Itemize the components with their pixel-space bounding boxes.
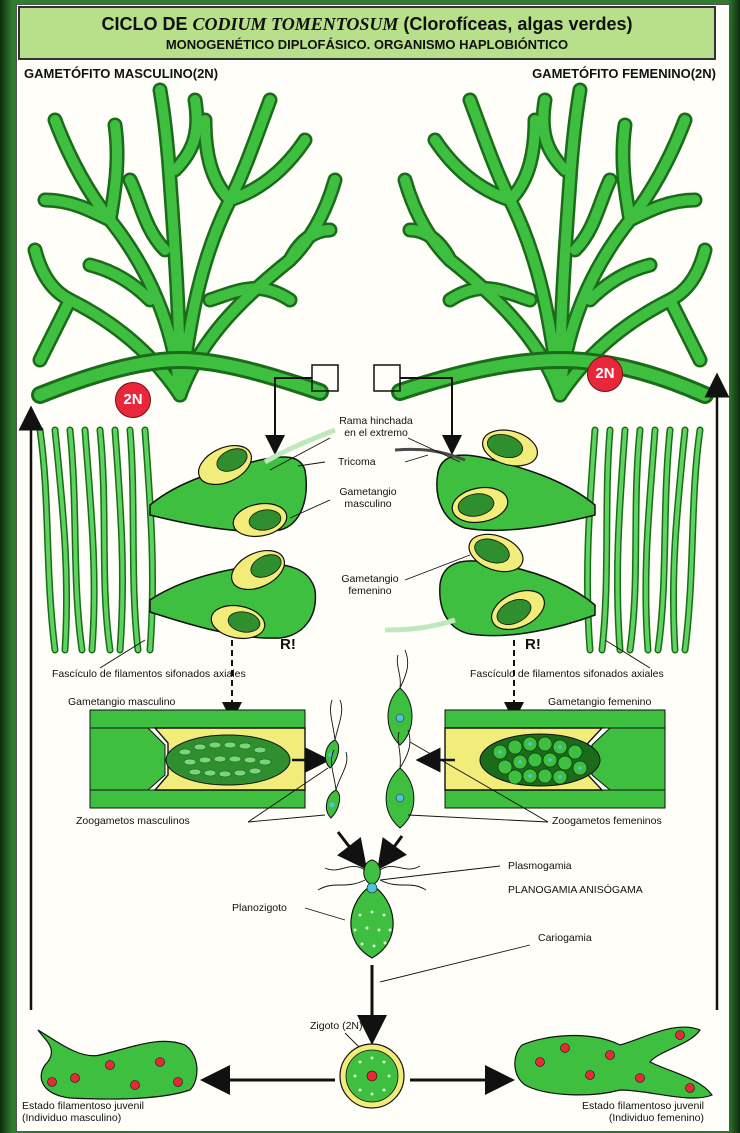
female-gametangium-section bbox=[445, 710, 665, 808]
male-gametangium-section bbox=[90, 710, 305, 808]
label-plasmogamia: Plasmogamia bbox=[508, 860, 572, 872]
male-to-zygote-arrow bbox=[338, 832, 358, 858]
female-to-zygote-arrow bbox=[386, 836, 402, 858]
zygote bbox=[340, 1044, 404, 1108]
label-juvenil-masculino: Estado filamentoso juvenil(Individuo mas… bbox=[22, 1100, 144, 1124]
label-meiosis-right: R! bbox=[525, 636, 541, 653]
female-siphon-fascicle bbox=[587, 430, 700, 650]
male-thallus bbox=[35, 90, 335, 395]
leader-lines-upper bbox=[100, 438, 650, 668]
male-utricle-lower bbox=[150, 543, 315, 643]
male-zoogamete-1 bbox=[325, 700, 341, 768]
label-zigoto: Zigoto (2N) bbox=[310, 1020, 363, 1032]
label-fasciculo-left: Fascículo de filamentos sifonados axiale… bbox=[52, 668, 246, 680]
female-utricle-lower bbox=[385, 527, 595, 637]
juvenile-female bbox=[515, 1027, 712, 1098]
label-tricoma: Tricoma bbox=[338, 456, 376, 468]
male-utricle-upper bbox=[150, 430, 335, 540]
diploid-badge-left: 2N bbox=[115, 382, 151, 418]
label-planozigoto: Planozigoto bbox=[232, 902, 287, 914]
label-planogamia: PLANOGAMIA ANISÓGAMA bbox=[508, 884, 643, 896]
label-cariogamia: Cariogamia bbox=[538, 932, 592, 944]
female-thallus bbox=[400, 90, 705, 395]
label-juvenil-femenino: Estado filamentoso juvenil(Individuo fem… bbox=[582, 1100, 704, 1124]
female-utricle-upper bbox=[395, 424, 595, 530]
juvenile-male bbox=[38, 1030, 197, 1099]
label-meiosis-left: R! bbox=[280, 636, 296, 653]
label-zoogametos-masculinos: Zoogametos masculinos bbox=[76, 815, 190, 827]
label-gametangio-femenino-box: Gametangio femenino bbox=[548, 696, 651, 708]
diploid-badge-right: 2N bbox=[587, 356, 623, 392]
label-fasciculo-right: Fascículo de filamentos sifonados axiale… bbox=[470, 668, 664, 680]
label-zoogametos-femeninos: Zoogametos femeninos bbox=[552, 815, 662, 827]
male-siphon-fascicle bbox=[40, 430, 153, 650]
planozygote bbox=[318, 860, 426, 958]
label-gametangio-masculino-box: Gametangio masculino bbox=[68, 696, 175, 708]
